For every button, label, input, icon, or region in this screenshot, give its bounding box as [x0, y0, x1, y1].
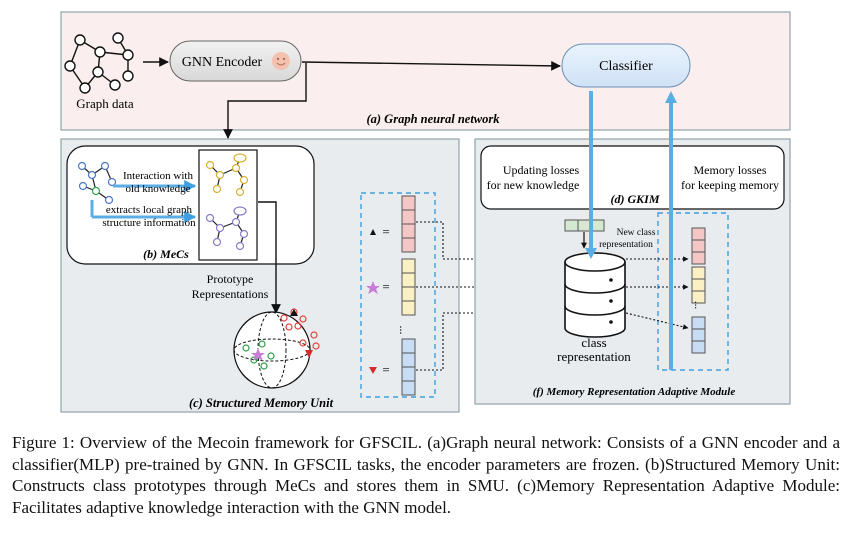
section-structured-memory-unit: Interaction with old knowledge extracts … [60, 138, 460, 413]
vector-dots: ... [397, 326, 411, 335]
mecs-label: (b) MeCs [143, 247, 189, 261]
section-memory-representation-adaptive-module: Updating losses for new knowledge Memory… [474, 138, 791, 405]
memory-losses-line2: for keeping memory [681, 178, 779, 192]
local-graph-icon [77, 161, 117, 205]
class-rep-line1: class [581, 335, 606, 350]
class-rep-line2: representation [557, 349, 631, 364]
gnn-encoder-label: GNN Encoder [182, 55, 263, 70]
prototype-line2: Representations [192, 287, 269, 301]
equals-sign-3: = [382, 362, 389, 377]
memory-losses-line1: Memory losses [694, 163, 767, 177]
class-to-memory-arrows [625, 256, 689, 330]
prototype-line1: Prototype [207, 272, 254, 286]
stored-class-vectors: ... [657, 212, 729, 371]
frozen-icon [272, 52, 290, 70]
updating-losses-line1: Updating losses [503, 163, 580, 177]
updating-losses-line2: for new knowledge [487, 178, 580, 192]
classifier-label: Classifier [599, 59, 653, 74]
mecs-interaction-line1: Interaction with [123, 170, 193, 182]
section-graph-neural-network: Graph data GNN Encoder Classifier (a) Gr… [60, 11, 791, 139]
gkim-label: (d) GKIM [610, 192, 659, 206]
mecoin-framework-diagram: Graph data GNN Encoder Classifier (a) Gr… [60, 11, 791, 413]
old-knowledge-graph-icon [205, 153, 249, 197]
gkim-box: Updating losses for new knowledge Memory… [480, 145, 785, 210]
loss-arrows [585, 91, 677, 370]
equals-sign-1: = [382, 224, 389, 239]
mecs-extract-line1: extracts local graph [106, 204, 193, 216]
smu-label: (c) Structured Memory Unit [189, 396, 334, 410]
local-structure-graph-icon [205, 206, 249, 251]
figure-caption: Figure 1: Overview of the Mecoin framewo… [12, 433, 840, 517]
mram-label: (f) Memory Representation Adaptive Modul… [533, 386, 736, 398]
mecs-box: Interaction with old knowledge extracts … [66, 145, 315, 265]
memory-vector-list: = = ... = [360, 192, 436, 398]
class-representation-database-icon [564, 252, 626, 338]
gnn-encoder-box: GNN Encoder [169, 40, 302, 82]
new-class-line1: New class [617, 228, 656, 238]
section-a-label: (a) Graph neural network [366, 112, 500, 126]
stored-vector-dots: ... [692, 301, 704, 310]
equals-sign-2: = [382, 279, 389, 294]
new-class-line2: representation [599, 240, 653, 250]
input-graph-icon [64, 32, 134, 94]
memory-sphere [233, 308, 320, 389]
mecs-extract-line2: structure information [102, 217, 196, 229]
classifier-box: Classifier [561, 43, 691, 88]
mecs-interaction-line2: old knowledge [125, 183, 190, 195]
graph-data-label: Graph data [76, 96, 134, 111]
